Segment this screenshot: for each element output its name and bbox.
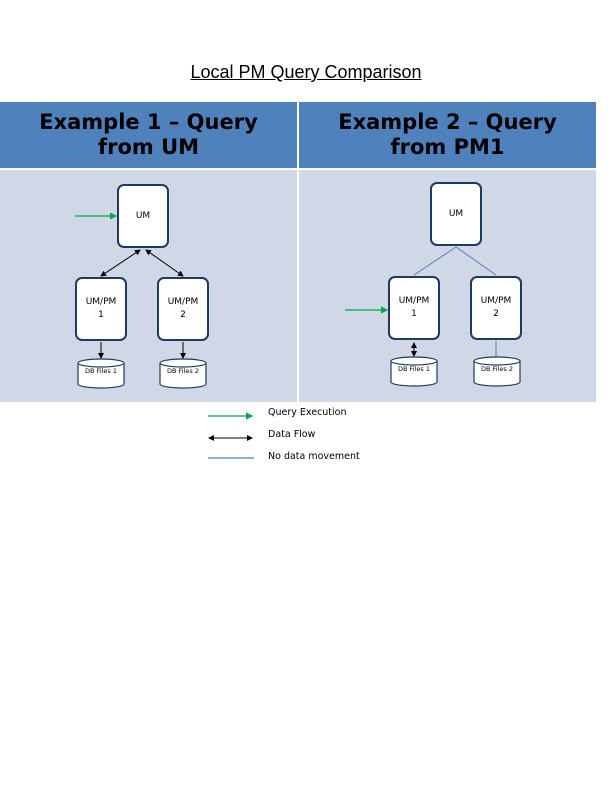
ex2-db-files-2-cylinder — [473, 356, 521, 387]
column-header-example-2: Example 2 – Query from PM1 — [299, 102, 596, 168]
ex2-no-data-um-pm2 — [455, 246, 497, 276]
ex1-pm1-node: UM/PM1 — [75, 277, 127, 341]
comparison-table: Example 1 – Query from UM Example 2 – Qu… — [0, 102, 596, 402]
ex1-um-node: UM — [117, 184, 169, 248]
ex2-um-node: UM — [430, 182, 482, 246]
page-title: Local PM Query Comparison — [190, 62, 422, 82]
ex1-db-files-1-cylinder — [77, 358, 125, 389]
ex2-db-files-1-label: DB Files 1 — [398, 365, 430, 373]
column-header-example-1-text: Example 1 – Query from UM — [39, 110, 258, 159]
ex2-um-label: UM — [448, 208, 464, 219]
ex2-pm2-label: UM/PM2 — [480, 296, 512, 319]
column-header-example-1: Example 1 – Query from UM — [0, 102, 297, 168]
ex2-pm2-node: UM/PM2 — [470, 276, 522, 340]
ex1-pm2-label: UM/PM2 — [167, 297, 199, 320]
ex2-no-data-um-pm1 — [413, 246, 457, 276]
ex1-um-label: UM — [135, 210, 151, 221]
ex1-pm1-label: UM/PM1 — [85, 297, 117, 320]
ex2-db-files-2-label: DB Files 2 — [481, 365, 513, 373]
legend-query-execution-label: Query Execution — [268, 407, 347, 418]
ex1-db-files-1-label: DB Files 1 — [85, 367, 117, 375]
ex2-pm1-label: UM/PM1 — [398, 296, 430, 319]
ex1-db-files-2-label: DB Files 2 — [167, 367, 199, 375]
ex2-pm1-node: UM/PM1 — [388, 276, 440, 340]
ex2-db-files-1-cylinder — [390, 356, 438, 387]
ex1-db-files-2-cylinder — [159, 358, 207, 389]
column-header-example-2-text: Example 2 – Query from PM1 — [338, 110, 557, 159]
ex1-data-flow-um-pm2 — [145, 249, 184, 277]
ex1-data-flow-um-pm1 — [100, 249, 141, 277]
legend-data-flow-label: Data Flow — [268, 429, 316, 440]
legend-no-data-movement-label: No data movement — [268, 451, 360, 462]
ex1-pm2-node: UM/PM2 — [157, 277, 209, 341]
